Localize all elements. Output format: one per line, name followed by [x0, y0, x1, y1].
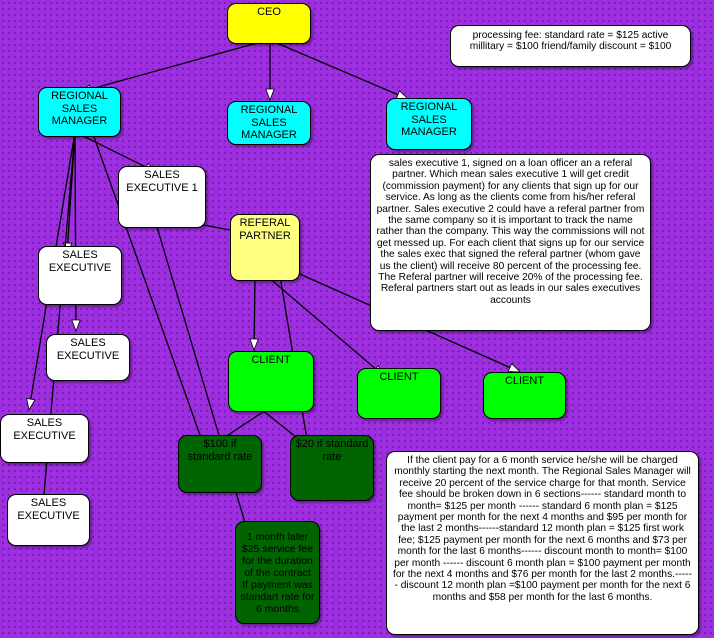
- se1-label: SALES EXECUTIVE 1: [126, 169, 198, 194]
- se5-label: SALES EXECUTIVE: [17, 497, 80, 522]
- arrowhead-icon: [71, 319, 81, 333]
- client3-label: CLIENT: [504, 375, 545, 387]
- connector-ceo-to-rsm1: [78, 39, 269, 94]
- sales-executive-5-node[interactable]: SALES EXECUTIVE: [7, 494, 90, 546]
- one-month-later-node[interactable]: 1 month later $25 service fee for the du…: [235, 521, 320, 624]
- sales-executive-2-node[interactable]: SALES EXECUTIVE: [38, 246, 122, 305]
- fees-note-text: processing fee: standard rate = $125 act…: [469, 30, 672, 53]
- arrowhead-icon: [265, 88, 275, 102]
- connector-partner-to-client1: [249, 275, 259, 352]
- se4-label: SALES EXECUTIVE: [13, 417, 76, 442]
- se2-label: SALES EXECUTIVE: [48, 249, 112, 274]
- client1-label: CLIENT: [251, 354, 291, 366]
- client-2-node[interactable]: CLIENT: [357, 368, 441, 419]
- payment-note-text: If the client pay for a 6 month service …: [393, 455, 692, 603]
- fee-20-node[interactable]: $20 if standard rate: [290, 435, 374, 501]
- client2-label: CLIENT: [379, 371, 419, 383]
- referal-partner-note: sales executive 1, signed on a loan offi…: [370, 154, 651, 331]
- rsm2-label: REGIONAL SALES MANAGER: [240, 104, 298, 141]
- client-3-node[interactable]: CLIENT: [483, 372, 566, 419]
- se3-label: SALES EXECUTIVE: [56, 337, 120, 362]
- connector-rsm1-to-se2: [62, 131, 76, 256]
- rsm3-label: REGIONAL SALES MANAGER: [400, 101, 458, 138]
- arrowhead-icon: [249, 338, 259, 352]
- fee20-label: $20 if standard rate: [295, 438, 369, 463]
- arrowhead-icon: [26, 397, 36, 412]
- arrowhead-icon: [507, 362, 522, 373]
- client-1-node[interactable]: CLIENT: [228, 351, 314, 412]
- regional-sales-manager-3-node[interactable]: REGIONAL SALES MANAGER: [386, 98, 472, 150]
- fee100-label: $100 if standard rate: [187, 438, 253, 463]
- sales-executive-3-node[interactable]: SALES EXECUTIVE: [46, 334, 130, 381]
- payment-plan-note: If the client pay for a 6 month service …: [386, 451, 699, 635]
- connector-ceo-to-rsm3: [271, 40, 410, 100]
- connector-ceo-to-rsm2: [265, 42, 275, 102]
- ceo-label: CEO: [257, 6, 281, 18]
- monthlater-label: 1 month later $25 service fee for the du…: [240, 530, 315, 615]
- connector-client1-to-fee100: [224, 409, 267, 438]
- sales-executive-1-node[interactable]: SALES EXECUTIVE 1: [118, 166, 206, 228]
- rsm1-label: REGIONAL SALES MANAGER: [51, 90, 108, 127]
- sales-executive-4-node[interactable]: SALES EXECUTIVE: [0, 414, 89, 463]
- processing-fee-note: processing fee: standard rate = $125 act…: [450, 25, 691, 67]
- regional-sales-manager-2-node[interactable]: REGIONAL SALES MANAGER: [227, 101, 311, 145]
- partner-label: REFERAL PARTNER: [239, 217, 291, 242]
- fee-100-node[interactable]: $100 if standard rate: [178, 435, 262, 493]
- referal-partner-node[interactable]: REFERAL PARTNER: [230, 214, 300, 281]
- ceo-node[interactable]: CEO: [227, 3, 311, 44]
- partner-note-text: sales executive 1, signed on a loan offi…: [376, 158, 645, 306]
- regional-sales-manager-1-node[interactable]: REGIONAL SALES MANAGER: [38, 87, 121, 137]
